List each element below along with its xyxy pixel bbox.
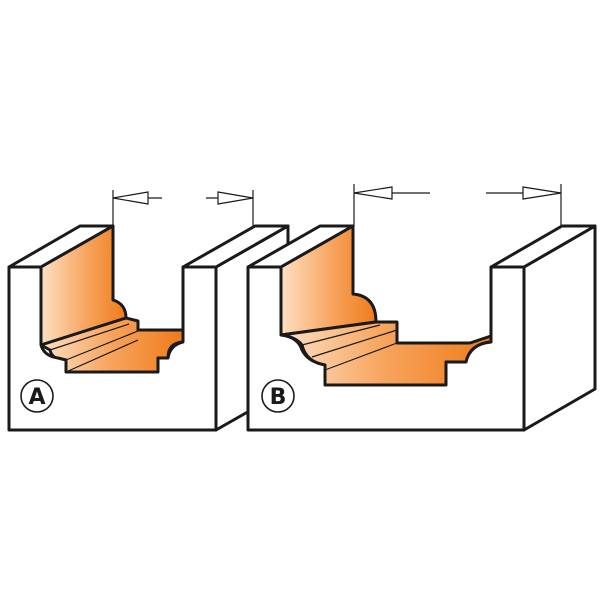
- block-a-front-face: [7, 265, 218, 432]
- label-a: A: [28, 385, 45, 410]
- block-b-bead-line-2: [311, 329, 398, 358]
- block-a-bead-line-2: [65, 330, 139, 361]
- block-b-dimension: [353, 184, 562, 226]
- dim-b-right-arrow: [522, 186, 562, 200]
- block-b-front-face: [246, 265, 526, 432]
- block-b-bead-line-3: [324, 342, 398, 371]
- label-b-circle: [261, 379, 295, 413]
- label-a-circle: [20, 379, 54, 413]
- label-a-badge: A: [20, 379, 54, 413]
- dim-b-left-arrow: [353, 186, 393, 200]
- block-a: A: [7, 190, 290, 432]
- block-b-bead-line-1: [301, 324, 381, 346]
- block-b: B: [246, 184, 597, 432]
- block-a-dimension: [112, 190, 254, 226]
- label-b-badge: B: [261, 379, 295, 413]
- block-a-bead-line-1: [49, 323, 130, 351]
- dim-a-left-arrow: [112, 191, 149, 205]
- dim-a-right-arrow: [217, 191, 254, 205]
- block-a-bead-line-3: [65, 339, 139, 373]
- label-b: B: [270, 385, 287, 410]
